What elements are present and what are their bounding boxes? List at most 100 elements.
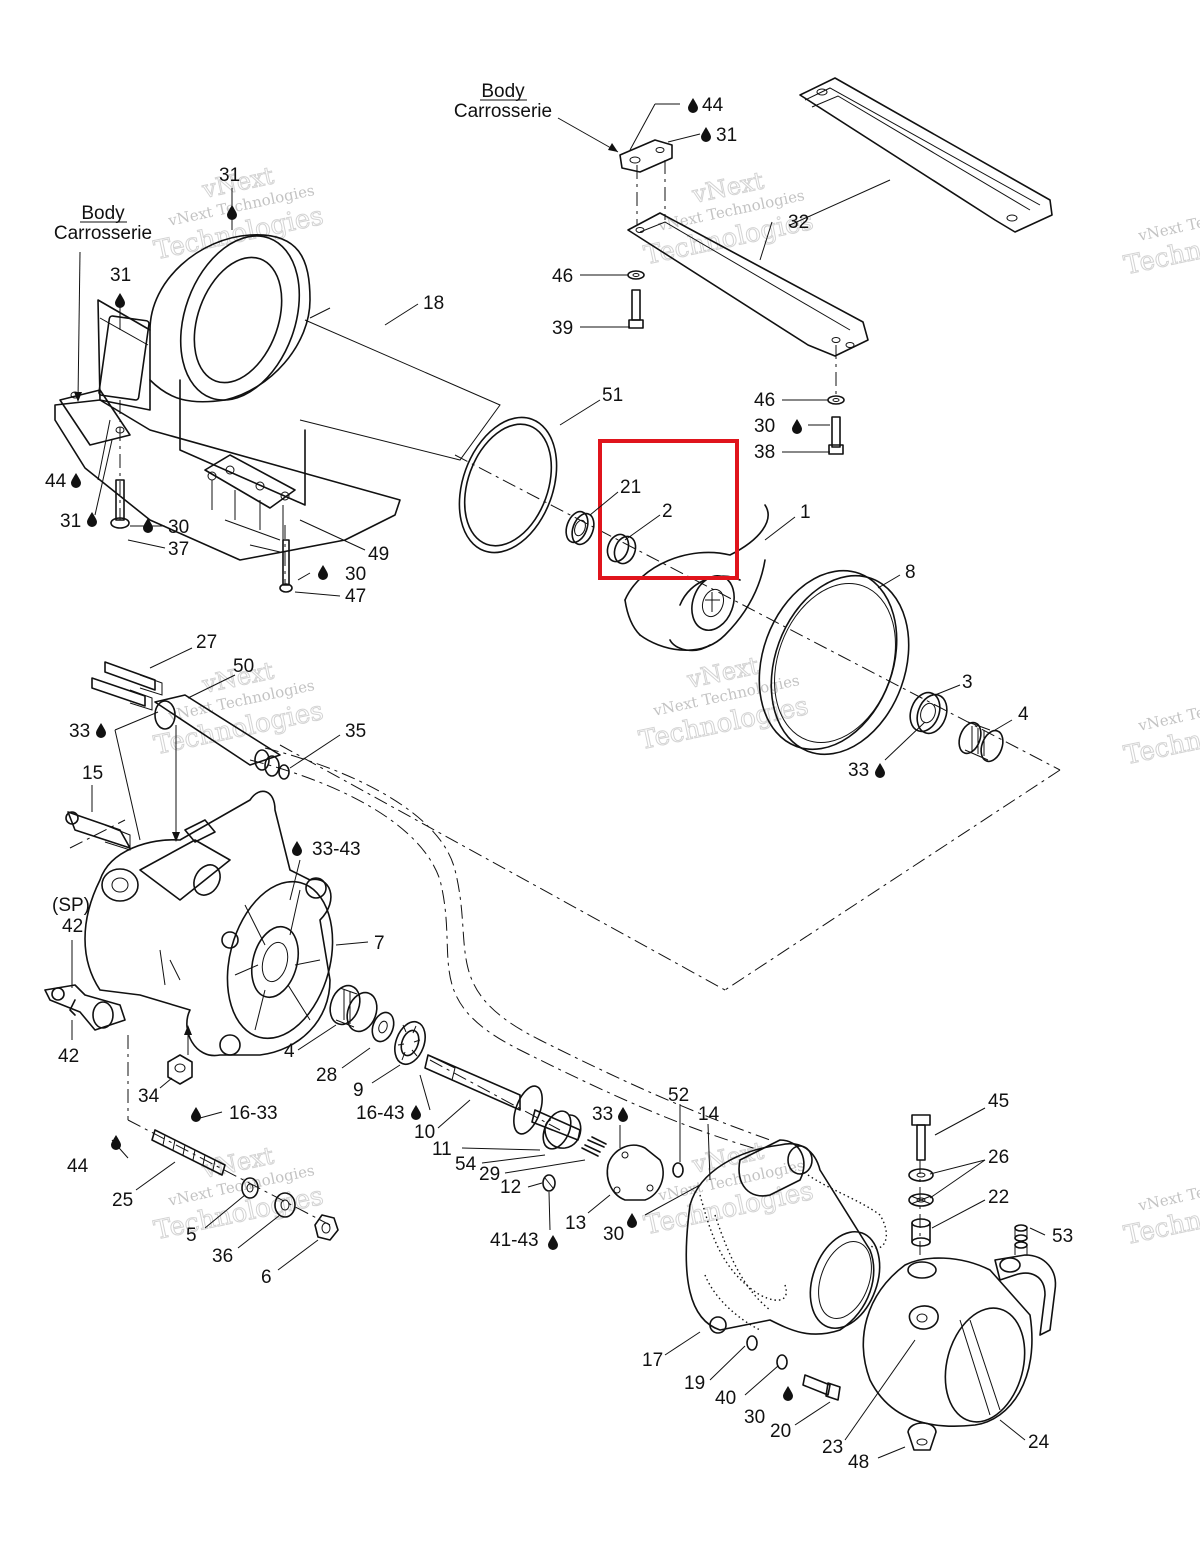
- part-label: 12: [500, 1177, 521, 1198]
- leader-lines: [71, 103, 1046, 1459]
- seal-28: [371, 1011, 395, 1043]
- body-label-fr: Carrosserie: [454, 101, 552, 122]
- plug-12: [542, 1174, 556, 1192]
- part-label: 48: [848, 1452, 869, 1473]
- part-label: 19: [684, 1373, 705, 1394]
- part-label: 27: [196, 632, 217, 653]
- part-label: 45: [988, 1091, 1009, 1112]
- part-label: 47: [345, 586, 366, 607]
- part-label: 33: [848, 760, 869, 781]
- nut-34: [167, 1054, 193, 1085]
- thrust-bearing-9: [394, 1020, 426, 1066]
- part-label: 16-43: [356, 1103, 405, 1124]
- part-label: 34: [138, 1086, 160, 1107]
- washers-26: [908, 1168, 934, 1207]
- washer-40: [776, 1354, 788, 1370]
- part-label: 2: [662, 501, 673, 522]
- part-label: 25: [112, 1190, 133, 1211]
- part-label: 46: [754, 390, 775, 411]
- part-label: 33: [592, 1104, 613, 1125]
- part-label: 30: [744, 1407, 765, 1428]
- bolt-45: [911, 1114, 931, 1161]
- part-label: 1: [800, 502, 811, 523]
- part-label: 21: [620, 477, 641, 498]
- part-label: 28: [316, 1065, 337, 1086]
- washer-19: [746, 1335, 758, 1351]
- pump-housing-7: [44, 790, 334, 1057]
- part-label: 44: [45, 471, 67, 492]
- part-label: 31: [60, 511, 81, 532]
- part-label: 17: [642, 1350, 663, 1371]
- part-label: 40: [715, 1388, 736, 1409]
- part-label: (SP): [52, 895, 90, 916]
- seal-2: [606, 533, 637, 565]
- stud-25: [151, 1129, 226, 1176]
- bearing-4-mid: [329, 984, 378, 1033]
- part-label: 44: [702, 95, 724, 116]
- wear-ring-8: [758, 569, 910, 756]
- part-label: 38: [754, 442, 775, 463]
- part-label: 14: [698, 1104, 720, 1125]
- part-label: 30: [345, 564, 366, 585]
- bushing-22: [911, 1218, 931, 1247]
- part-label: 31: [219, 165, 240, 186]
- part-label: 26: [988, 1147, 1009, 1168]
- part-label: 35: [345, 721, 366, 742]
- part-label: 46: [552, 266, 573, 287]
- part-label: 7: [374, 933, 385, 954]
- part-label: 30: [754, 416, 775, 437]
- part-label: 52: [668, 1085, 689, 1106]
- drive-shaft-parts: [65, 661, 290, 851]
- nut-6: [314, 1214, 339, 1241]
- intake-housing-18: [54, 234, 501, 593]
- part-label: 31: [110, 265, 131, 286]
- part-label: 39: [552, 318, 573, 339]
- part-label: 9: [353, 1080, 364, 1101]
- part-label: 42: [58, 1046, 79, 1067]
- circlip-11: [544, 1114, 582, 1149]
- part-label: 36: [212, 1246, 233, 1267]
- part-label: 42: [62, 916, 83, 937]
- part-label: 22: [988, 1187, 1009, 1208]
- bearing-4-top: [958, 721, 1004, 763]
- part-label: 18: [423, 293, 444, 314]
- part-label: 33: [69, 721, 90, 742]
- part-label: 5: [186, 1225, 197, 1246]
- seal-21: [565, 510, 595, 546]
- bolt-20: [802, 1374, 841, 1401]
- part-label: 33-43: [312, 839, 361, 860]
- seal-3: [909, 691, 948, 735]
- part-number-labels: 44 31 31 31 32 46 39 18 51 46 30 38 44 3…: [45, 95, 1073, 1473]
- part-label: 11: [432, 1139, 452, 1160]
- washer-36: [274, 1192, 296, 1218]
- part-label: 4: [284, 1041, 295, 1062]
- part-label: 10: [414, 1122, 435, 1143]
- part-label: 51: [602, 385, 623, 406]
- part-label: 16-33: [229, 1103, 278, 1124]
- part-label: 8: [905, 562, 916, 583]
- part-label: 30: [168, 517, 189, 538]
- part-label: 31: [716, 125, 737, 146]
- washer-5: [241, 1177, 259, 1199]
- part-label: 24: [1028, 1432, 1050, 1453]
- body-label-en: Body: [481, 81, 525, 102]
- part-label: 53: [1052, 1226, 1073, 1247]
- washer-52: [672, 1162, 684, 1178]
- body-label-en: Body: [81, 203, 125, 224]
- part-label: 23: [822, 1437, 843, 1458]
- part-label: 15: [82, 763, 103, 784]
- part-label: 50: [233, 656, 254, 677]
- cover-13: [606, 1144, 664, 1201]
- part-label: 13: [565, 1213, 586, 1234]
- highlight-box: [598, 439, 739, 580]
- spacers-53: [1014, 1224, 1028, 1255]
- part-label: 49: [368, 544, 389, 565]
- body-label-left: Body Carrosserie: [54, 203, 152, 244]
- part-label: 4: [1018, 704, 1029, 725]
- part-label: 54: [455, 1154, 477, 1175]
- part-label: 30: [603, 1224, 624, 1245]
- part-label: 3: [962, 672, 973, 693]
- part-label: 6: [261, 1267, 272, 1288]
